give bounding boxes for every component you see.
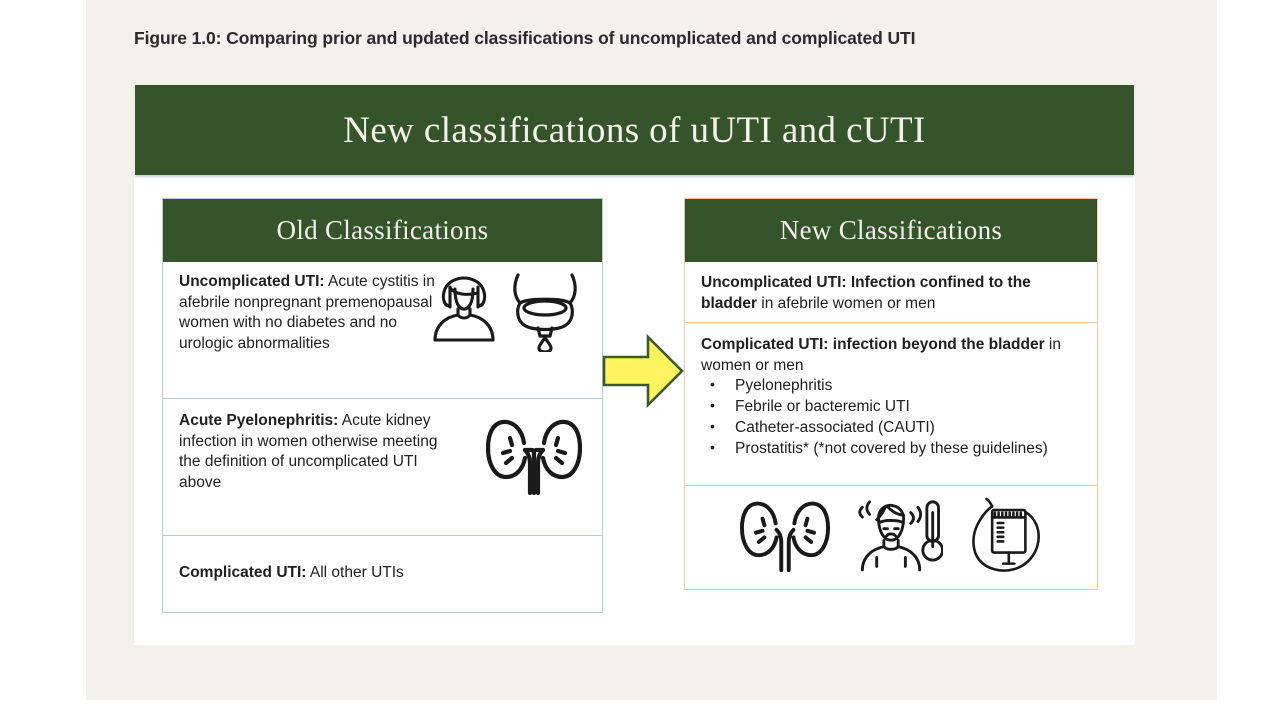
list-item: • Prostatitis* (*not covered by these gu…: [701, 439, 1083, 460]
list-item-label: Prostatitis* (*not covered by these guid…: [735, 439, 1048, 457]
transition-arrow-icon: [602, 331, 684, 411]
new-row-complicated-definition: in women or men: [701, 336, 1061, 374]
figure-caption: Figure 1.0: Comparing prior and updated …: [134, 28, 916, 48]
new-classifications-header-label: New Classifications: [779, 215, 1003, 245]
new-row-complicated-term: Complicated UTI: infection beyond the bl…: [701, 336, 1045, 353]
list-item-label: Catheter-associated (CAUTI): [735, 419, 935, 437]
new-row-complicated-uti: Complicated UTI: infection beyond the bl…: [684, 323, 1098, 486]
old-row-uncomplicated-text: Uncomplicated UTI: Acute cystitis in afe…: [163, 262, 451, 364]
new-row-uncomplicated-text: Uncomplicated UTI: Infection confined to…: [685, 262, 1097, 324]
new-row-icon-strip: [684, 486, 1098, 590]
old-row-uncomplicated-term: Uncomplicated UTI:: [179, 273, 325, 290]
list-item-label: Pyelonephritis: [735, 377, 833, 395]
list-item-label: Febrile or bacteremic UTI: [735, 398, 910, 416]
figure-slide-card: New classifications of uUTI and cUTI Old…: [134, 85, 1135, 645]
kidneys-icon: [739, 499, 831, 577]
new-row-uncomplicated-definition: in afebrile women or men: [756, 294, 936, 312]
bullet-glyph: •: [710, 418, 715, 435]
fever-patient-icon: [857, 498, 944, 577]
old-classifications-header: Old Classifications: [162, 198, 603, 262]
new-classifications-column: New Classifications Uncomplicated UTI: I…: [684, 198, 1098, 590]
slide-page-background: Figure 1.0: Comparing prior and updated …: [86, 0, 1217, 700]
old-row-pyelo-term: Acute Pyelonephritis:: [179, 412, 339, 429]
old-classifications-header-label: Old Classifications: [276, 215, 489, 245]
list-item: • Febrile or bacteremic UTI: [701, 397, 1083, 418]
bullet-glyph: •: [710, 397, 715, 414]
old-classifications-column: Old Classifications Uncomplicated UTI: A…: [162, 198, 603, 613]
new-row-complicated-text: Complicated UTI: infection beyond the bl…: [685, 323, 1097, 470]
old-row-complicated-uti: Complicated UTI: All other UTIs: [162, 536, 603, 613]
old-row-uncomplicated-definition: Acute cystitis in afebrile nonpregnant p…: [179, 273, 435, 352]
bullet-glyph: •: [710, 376, 715, 393]
slide-title-text: New classifications of uUTI and cUTI: [343, 109, 926, 151]
catheter-bag-icon: [970, 497, 1042, 578]
old-row-pyelo-text: Acute Pyelonephritis: Acute kidney infec…: [163, 399, 468, 503]
woman-icon: [433, 276, 495, 347]
old-row-pyelo-definition: Acute kidney infection in women otherwis…: [179, 412, 438, 491]
bladder-icon: [508, 272, 582, 357]
new-classifications-header: New Classifications: [684, 198, 1098, 262]
kidneys-icon: [485, 417, 583, 500]
old-row-complicated-text: Complicated UTI: All other UTIs: [163, 536, 602, 594]
new-row-uncomplicated-uti: Uncomplicated UTI: Infection confined to…: [684, 262, 1098, 323]
new-row-complicated-bullet-list: • Pyelonephritis • Febrile or bacteremic…: [701, 376, 1083, 460]
old-row-complicated-term: Complicated UTI:: [179, 564, 307, 581]
bullet-glyph: •: [710, 438, 715, 455]
list-item: • Catheter-associated (CAUTI): [701, 418, 1083, 439]
old-row-acute-pyelonephritis: Acute Pyelonephritis: Acute kidney infec…: [162, 399, 603, 536]
list-item: • Pyelonephritis: [701, 376, 1083, 397]
icon-row: [685, 486, 1097, 589]
old-row-complicated-definition: All other UTIs: [306, 564, 404, 581]
slide-title-banner: New classifications of uUTI and cUTI: [135, 85, 1134, 175]
new-row-uncomplicated-term: Uncomplicated UTI: Infection confined to…: [701, 274, 1031, 312]
old-row-uncomplicated-uti: Uncomplicated UTI: Acute cystitis in afe…: [162, 262, 603, 399]
